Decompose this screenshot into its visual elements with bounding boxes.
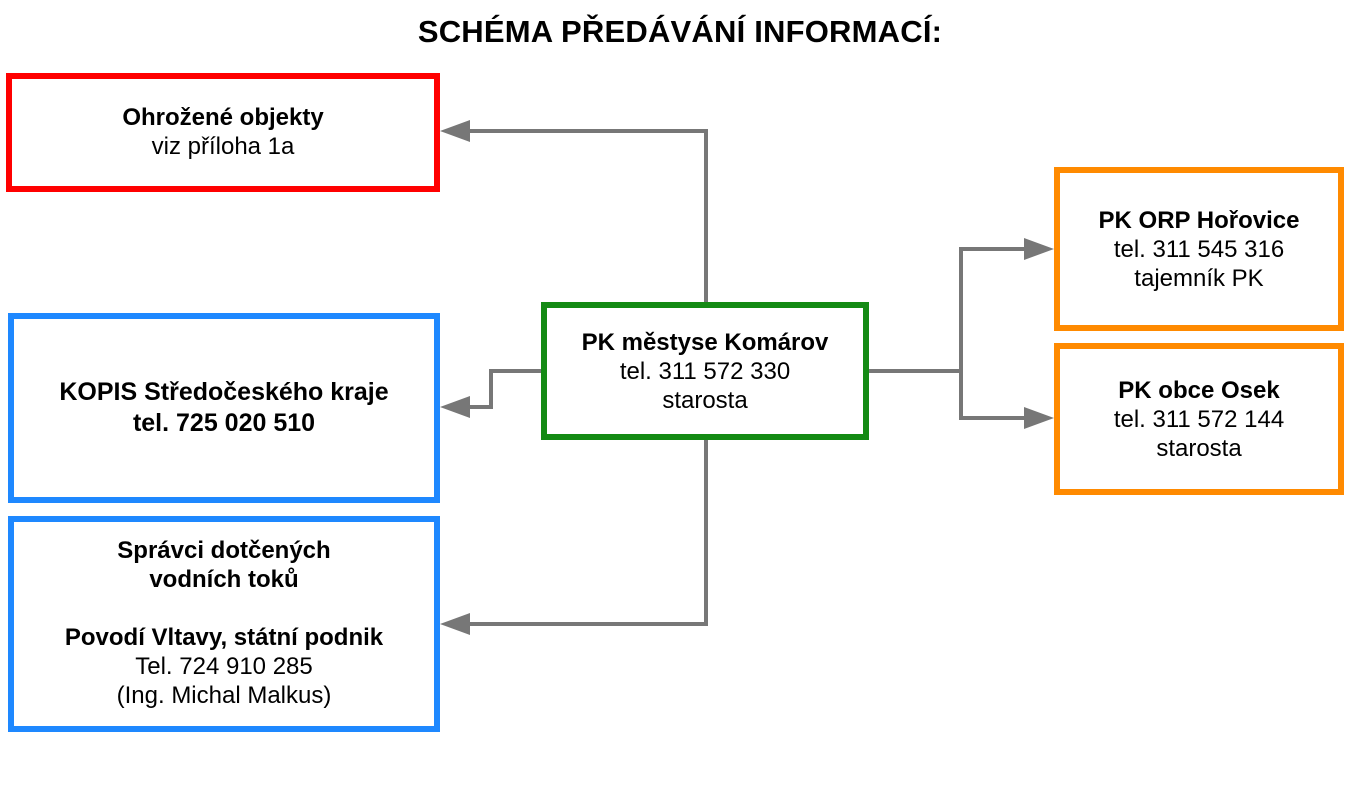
connector-to-ohrozene: [448, 129, 708, 302]
orp-phone: tel. 311 545 316: [1113, 236, 1285, 263]
arrowhead-osek: [1024, 407, 1054, 429]
arrowhead-spravci: [440, 613, 470, 635]
arrowhead-ohrozene: [440, 120, 470, 142]
box-spravci-toku: Správci dotčených vodních toků Povodí Vl…: [8, 516, 440, 732]
kopis-name: KOPIS Středočeského kraje: [59, 378, 389, 406]
center-role: starosta: [662, 387, 748, 414]
ohrozene-detail: viz příloha 1a: [151, 133, 295, 160]
spravci-line2: vodních toků: [149, 566, 299, 593]
arrowhead-orp: [1024, 238, 1054, 260]
connector-to-spravci: [448, 440, 708, 626]
box-kopis: KOPIS Středočeského kraje tel. 725 020 5…: [8, 313, 440, 503]
diagram-title: SCHÉMA PŘEDÁVÁNÍ INFORMACÍ:: [417, 14, 943, 49]
spravci-contact: (Ing. Michal Malkus): [116, 682, 332, 709]
box-ohrozene-objekty: Ohrožené objekty viz příloha 1a: [6, 73, 440, 192]
box-pk-obce-osek: PK obce Osek tel. 311 572 144 starosta: [1054, 343, 1344, 495]
orp-name: PK ORP Hořovice: [1098, 207, 1300, 234]
box-pk-orp-horovice: PK ORP Hořovice tel. 311 545 316 tajemní…: [1054, 167, 1344, 331]
spravci-phone: Tel. 724 910 285: [135, 653, 313, 680]
osek-name: PK obce Osek: [1118, 377, 1280, 404]
box-pk-mestyse-komarov: PK městyse Komárov tel. 311 572 330 star…: [541, 302, 869, 440]
connector-to-orp: [959, 247, 1046, 371]
osek-role: starosta: [1156, 435, 1242, 462]
center-name: PK městyse Komárov: [581, 329, 829, 356]
spravci-org: Povodí Vltavy, státní podnik: [64, 624, 384, 651]
orp-role: tajemník PK: [1134, 265, 1264, 292]
kopis-phone: tel. 725 020 510: [132, 409, 316, 437]
arrowhead-kopis: [440, 396, 470, 418]
center-phone: tel. 311 572 330: [619, 358, 791, 385]
osek-phone: tel. 311 572 144: [1113, 406, 1285, 433]
spravci-line1: Správci dotčených: [117, 537, 331, 564]
connector-to-osek: [959, 371, 1046, 420]
ohrozene-name: Ohrožené objekty: [122, 104, 324, 131]
